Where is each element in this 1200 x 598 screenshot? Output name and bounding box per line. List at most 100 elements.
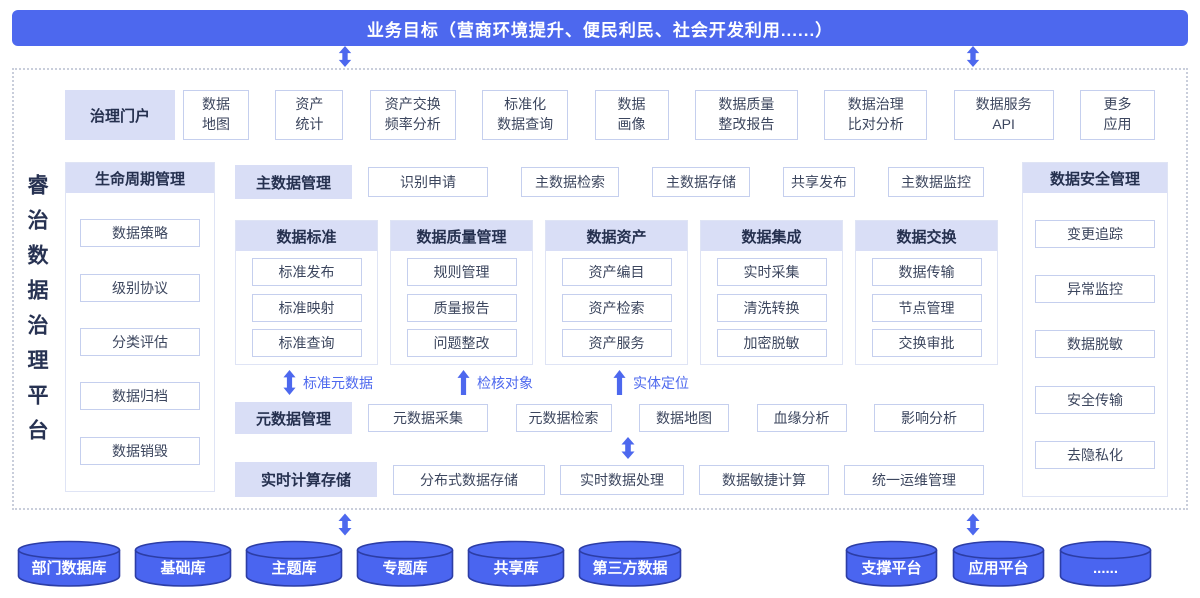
- column-item: 标准发布: [251, 258, 362, 287]
- column-item: 规则管理: [406, 258, 517, 287]
- database-label: 支撑平台: [860, 559, 921, 577]
- database-label: 应用平台: [968, 559, 1028, 577]
- column-header: 数据集成: [701, 221, 842, 251]
- database-cylinder: ......: [1059, 540, 1152, 587]
- column-item: 交换审批: [871, 328, 982, 357]
- security-item: 安全传输: [1035, 385, 1155, 414]
- portal-item: 数据质量 整改报告: [694, 90, 798, 140]
- metadata-item: 元数据检索: [515, 404, 612, 432]
- column-data-quality: 数据质量管理 规则管理 质量报告 问题整改: [390, 220, 533, 365]
- column-item: 实时采集: [716, 258, 827, 287]
- flow-label: 实体定位: [633, 375, 689, 391]
- realtime-items: 分布式数据存储 实时数据处理 数据敏捷计算 统一运维管理: [393, 462, 998, 497]
- double-arrow-icon: [621, 437, 635, 459]
- business-goal-title: 业务目标（营商环境提升、便民利民、社会开发利用......）: [366, 20, 834, 40]
- portal-item: 数据服务 API: [953, 90, 1054, 140]
- security-item: 去隐私化: [1035, 440, 1155, 469]
- security-item: 异常监控: [1035, 275, 1155, 304]
- column-item: 数据传输: [871, 258, 982, 287]
- lifecycle-panel: 生命周期管理 数据策略 级别协议 分类评估 数据归档 数据销毁: [65, 162, 215, 492]
- business-goal-banner: 业务目标（营商环境提升、便民利民、社会开发利用......）: [12, 10, 1188, 46]
- column-item: 资产编目: [561, 258, 672, 287]
- portal-item: 更多 应用: [1080, 90, 1155, 140]
- metadata-header: 元数据管理: [235, 402, 352, 434]
- database-label: ......: [1093, 560, 1118, 577]
- realtime-header: 实时计算存储: [235, 462, 377, 497]
- metadata-item: 影响分析: [874, 404, 984, 432]
- lifecycle-item: 分类评估: [80, 327, 200, 356]
- lifecycle-item: 数据销毁: [80, 436, 200, 465]
- database-cylinder: 第三方数据: [578, 540, 682, 587]
- security-item: 数据脱敏: [1035, 330, 1155, 359]
- column-data-exchange: 数据交换 数据传输 节点管理 交换审批: [855, 220, 998, 365]
- portal-item: 资产 统计: [275, 90, 344, 140]
- flow-labels: 标准元数据 检核对象 实体定位: [235, 369, 998, 399]
- double-arrow-icon: [338, 513, 352, 536]
- platform-title: 睿治数据治理平台: [25, 174, 48, 454]
- column-item: 标准映射: [251, 293, 362, 322]
- realtime-item: 数据敏捷计算: [699, 464, 829, 495]
- column-header: 数据质量管理: [391, 221, 532, 251]
- master-data-item: 主数据监控: [888, 167, 984, 197]
- database-label: 共享库: [493, 559, 538, 577]
- realtime-item: 统一运维管理: [844, 464, 984, 495]
- realtime-row: 实时计算存储 分布式数据存储 实时数据处理 数据敏捷计算 统一运维管理: [235, 462, 998, 497]
- portal-item: 数据 地图: [183, 90, 249, 140]
- database-label: 第三方数据: [592, 559, 667, 577]
- master-data-item: 主数据存储: [652, 167, 750, 197]
- database-cylinder: 专题库: [356, 540, 454, 587]
- lifecycle-item: 数据归档: [80, 382, 200, 411]
- portal-items: 数据 地图 资产 统计 资产交换 频率分析 标准化 数据查询 数据 画像 数据质…: [183, 90, 1155, 140]
- database-label: 基础库: [159, 559, 205, 577]
- portal-row: 治理门户 数据 地图 资产 统计 资产交换 频率分析 标准化 数据查询 数据 画…: [65, 90, 1155, 140]
- column-item: 标准查询: [251, 328, 362, 357]
- lifecycle-item: 数据策略: [80, 219, 200, 248]
- column-item: 节点管理: [871, 293, 982, 322]
- database-cylinder: 部门数据库: [17, 540, 121, 587]
- column-item: 加密脱敏: [716, 328, 827, 357]
- lifecycle-item: 级别协议: [80, 273, 200, 302]
- double-arrow-icon: [966, 46, 980, 67]
- portal-header: 治理门户: [65, 90, 175, 140]
- column-header: 数据标准: [236, 221, 377, 251]
- security-header: 数据安全管理: [1023, 163, 1167, 193]
- metadata-item: 血缘分析: [756, 404, 847, 432]
- portal-item: 资产交换 频率分析: [369, 90, 456, 140]
- source-databases: 部门数据库 基础库 主题库 专题库 共享库 第三方数据: [17, 540, 682, 588]
- database-cylinder: 主题库: [245, 540, 343, 587]
- double-arrow-icon: [283, 369, 296, 396]
- metadata-row: 元数据管理 元数据采集 元数据检索 数据地图 血缘分析 影响分析: [235, 402, 998, 434]
- column-data-standard: 数据标准 标准发布 标准映射 标准查询: [235, 220, 378, 365]
- master-data-item: 识别申请: [368, 167, 488, 197]
- metadata-items: 元数据采集 元数据检索 数据地图 血缘分析 影响分析: [368, 402, 998, 434]
- database-cylinder: 共享库: [467, 540, 565, 587]
- database-label: 专题库: [382, 559, 427, 577]
- column-data-integration: 数据集成 实时采集 清洗转换 加密脱敏: [700, 220, 843, 365]
- database-cylinder: 基础库: [134, 540, 232, 587]
- double-arrow-icon: [966, 513, 980, 536]
- up-arrow-icon: [613, 369, 626, 396]
- portal-item: 标准化 数据查询: [482, 90, 569, 140]
- column-item: 资产服务: [561, 328, 672, 357]
- up-arrow-icon: [457, 369, 470, 396]
- master-data-item: 共享发布: [783, 167, 855, 197]
- platform-frame: [12, 68, 1188, 510]
- realtime-item: 实时数据处理: [560, 464, 684, 495]
- database-label: 主题库: [271, 559, 316, 577]
- column-header: 数据交换: [856, 221, 997, 251]
- master-data-row: 主数据管理 识别申请 主数据检索 主数据存储 共享发布 主数据监控: [235, 165, 998, 199]
- database-cylinder: 应用平台: [952, 540, 1045, 587]
- metadata-item: 元数据采集: [368, 404, 488, 432]
- platform-databases: 支撑平台 应用平台 ......: [845, 540, 1152, 588]
- realtime-item: 分布式数据存储: [393, 464, 545, 495]
- portal-item: 数据治理 比对分析: [824, 90, 928, 140]
- flow-label: 标准元数据: [303, 375, 373, 391]
- column-item: 资产检索: [561, 293, 672, 322]
- double-arrow-icon: [338, 46, 352, 67]
- column-item: 问题整改: [406, 328, 517, 357]
- column-item: 清洗转换: [716, 293, 827, 322]
- column-data-asset: 数据资产 资产编目 资产检索 资产服务: [545, 220, 688, 365]
- flow-label: 检核对象: [477, 375, 533, 391]
- portal-item: 数据 画像: [594, 90, 669, 140]
